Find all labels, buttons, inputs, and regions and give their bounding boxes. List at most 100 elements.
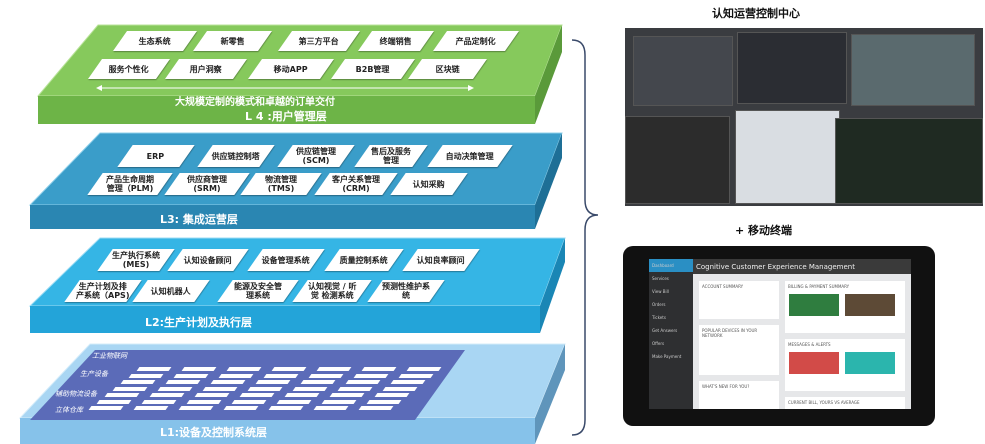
brace bbox=[571, 39, 599, 436]
device-bar bbox=[382, 386, 418, 391]
tablet-menu-item: Orders bbox=[652, 302, 666, 307]
ops-center-title: 认知运营控制中心 bbox=[712, 7, 800, 20]
ops-center-image bbox=[625, 28, 983, 206]
device-bar bbox=[268, 406, 304, 410]
device-bar bbox=[141, 399, 177, 404]
device-bar bbox=[329, 393, 365, 397]
tablet-menu-item: Dashboard bbox=[649, 259, 693, 272]
device-bar bbox=[136, 367, 172, 371]
device-bar bbox=[313, 406, 349, 410]
layer4-module-tile: 第三方平台 bbox=[277, 31, 361, 51]
layer4-module-tile: 生态系统 bbox=[112, 31, 198, 51]
l2-label: L2:生产计划及执行层 bbox=[145, 316, 253, 329]
device-bar bbox=[374, 393, 410, 397]
device-bar bbox=[226, 367, 262, 371]
tablet-menu-item: Services bbox=[652, 276, 669, 281]
tablet-menu-item: Tickets bbox=[652, 315, 666, 320]
device-bar bbox=[316, 367, 352, 371]
l3-front bbox=[30, 205, 535, 229]
device-bar bbox=[178, 406, 214, 410]
device-bar bbox=[210, 380, 246, 384]
device-bar bbox=[194, 393, 230, 397]
l3-label: L3: 集成运营层 bbox=[160, 213, 238, 226]
layer4-module-tile: B2B管理 bbox=[330, 59, 416, 79]
device-bar bbox=[231, 399, 267, 404]
module-label: 生产计划及排 产系统（APS) bbox=[76, 282, 130, 300]
tablet-menu-item: View Bill bbox=[652, 289, 669, 294]
l4-front bbox=[38, 96, 535, 124]
device-bar bbox=[165, 380, 201, 384]
module-label: 认知视觉 / 听 觉 检测系统 bbox=[307, 282, 357, 300]
device-bar bbox=[358, 406, 394, 410]
device-bar bbox=[181, 367, 217, 371]
device-bar bbox=[308, 373, 344, 378]
device-bar bbox=[271, 367, 307, 371]
l4-side bbox=[535, 25, 562, 124]
device-bar bbox=[157, 386, 193, 391]
module-label: B2B管理 bbox=[356, 64, 390, 74]
device-bar bbox=[276, 399, 312, 404]
device-bar bbox=[247, 386, 283, 391]
device-bar bbox=[284, 393, 320, 397]
module-label: 供应链管理 (SCM) bbox=[296, 147, 336, 165]
device-bar bbox=[345, 380, 381, 384]
layer4-module-tile: 移动APP bbox=[247, 59, 335, 79]
module-label: 供应商管理 (SRM) bbox=[187, 175, 227, 193]
device-bar bbox=[128, 373, 164, 378]
device-bar bbox=[96, 399, 132, 404]
module-label: 认知采购 bbox=[413, 179, 445, 189]
tablet-menu-item: Offers bbox=[652, 341, 665, 346]
card-account: ACCOUNT SUMMARY bbox=[699, 281, 779, 319]
card-whats-new: WHAT'S NEW FOR YOU? bbox=[699, 381, 779, 409]
module-label: 新零售 bbox=[220, 36, 245, 46]
device-bar bbox=[186, 399, 222, 404]
l4-banner: 大规模定制的模式和卓越的订单交付 bbox=[175, 97, 335, 108]
mobile-title: + 移动终端 bbox=[735, 224, 793, 237]
l2-front bbox=[30, 306, 540, 333]
device-bar bbox=[120, 380, 156, 384]
device-bar bbox=[353, 373, 389, 378]
device-bar bbox=[88, 406, 124, 410]
device-bar bbox=[255, 380, 291, 384]
l1-row-warehouse: 立体仓库 bbox=[55, 406, 83, 414]
tablet-header: Cognitive Customer Experience Management bbox=[693, 259, 911, 274]
device-bar bbox=[366, 399, 402, 404]
tablet-menu-item: Get Answers bbox=[652, 328, 678, 333]
module-label: 服务个性化 bbox=[109, 64, 149, 74]
device-bar bbox=[112, 386, 148, 391]
layer4-module-tile: 产品定制化 bbox=[432, 31, 520, 51]
device-bar bbox=[239, 393, 275, 397]
module-label: 售后及服务 管理 bbox=[371, 147, 411, 165]
module-label: 区块链 bbox=[435, 64, 460, 74]
card-devices: POPULAR DEVICES IN YOUR NETWORK bbox=[699, 325, 779, 375]
module-label: 第三方平台 bbox=[299, 36, 339, 46]
l3-side bbox=[535, 133, 562, 229]
device-bar bbox=[133, 406, 169, 410]
module-label: 物流管理 (TMS) bbox=[265, 175, 297, 193]
module-label: 认知良率顾问 bbox=[417, 255, 465, 265]
card-current-bill: CURRENT BILL, YOURS VS AVERAGE bbox=[785, 397, 905, 409]
device-bar bbox=[223, 406, 259, 410]
module-label: 供应链控制塔 bbox=[212, 151, 260, 161]
device-bar bbox=[292, 386, 328, 391]
module-label: 认知机器人 bbox=[151, 286, 191, 296]
module-label: 能源及安全管 理系统 bbox=[234, 282, 282, 300]
module-label: 产品生命周期 管理（PLM) bbox=[106, 175, 154, 193]
l2-side bbox=[540, 238, 565, 333]
device-bar bbox=[361, 367, 397, 371]
module-label: 用户洞察 bbox=[190, 64, 222, 74]
module-label: 认知设备顾问 bbox=[184, 255, 232, 265]
module-label: 自动决策管理 bbox=[446, 151, 494, 161]
device-bar bbox=[337, 386, 373, 391]
l1-row-logistics: 辅助物流设备 bbox=[55, 390, 97, 398]
module-label: 终端销售 bbox=[380, 36, 412, 46]
module-label: 质量控制系统 bbox=[340, 255, 388, 265]
layer4-module-tile: 用户洞察 bbox=[164, 59, 248, 79]
l1-row-production: 生产设备 bbox=[80, 370, 108, 378]
l1-front bbox=[20, 418, 535, 444]
device-bar bbox=[390, 380, 426, 384]
device-bar bbox=[263, 373, 299, 378]
module-label: 设备管理系统 bbox=[262, 255, 310, 265]
device-bar bbox=[104, 393, 140, 397]
